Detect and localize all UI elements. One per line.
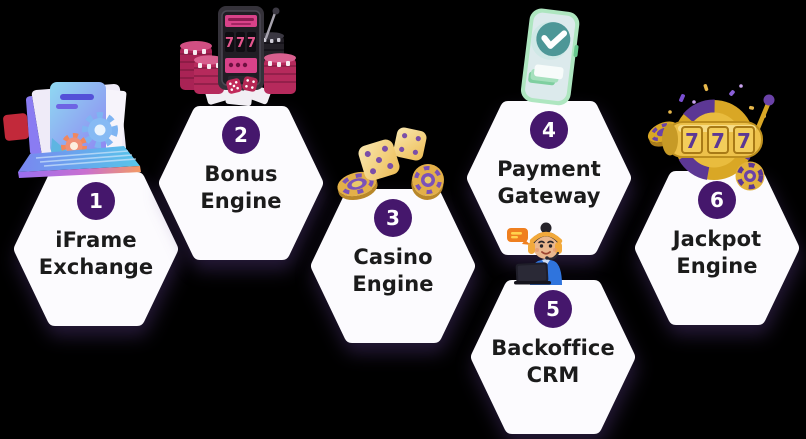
svg-text:7: 7 [236, 36, 245, 51]
svg-text:7: 7 [737, 129, 751, 153]
speech-bubble [507, 228, 531, 245]
step-number-badge: 6 [698, 181, 736, 219]
casino-chip-right [735, 161, 765, 191]
step-number-badge: 5 [534, 290, 572, 328]
hexagon-shape [471, 280, 635, 434]
svg-text:7: 7 [225, 36, 234, 51]
svg-text:7: 7 [247, 36, 256, 51]
step-number-badge: 1 [77, 182, 115, 220]
slot-machine-casino-chips-icon: 7 7 7 [180, 6, 296, 107]
step-number-badge: 4 [530, 111, 568, 149]
chip-stack-right [264, 53, 296, 94]
dice-casino-chips-icon [337, 127, 444, 201]
hexagon-shape [467, 101, 631, 255]
casino-chip-right [411, 164, 444, 200]
hexagon-shape [635, 171, 799, 325]
step-number-badge: 3 [374, 199, 412, 237]
laptop-document-gears-icon [3, 82, 141, 178]
payment-phone-check-icon [520, 8, 580, 106]
support-agent-laptop-icon [507, 222, 563, 285]
slot-reels: 7 7 7 [225, 32, 256, 52]
jackpot-777-slot-icon: 7 7 7 [647, 84, 775, 191]
svg-text:7: 7 [685, 129, 699, 153]
hexagon-shape [159, 106, 323, 260]
reel-band: 7 7 7 [662, 121, 763, 158]
chip-stack-left-front [194, 55, 224, 94]
die-small [393, 127, 427, 161]
die-large [358, 139, 400, 181]
laptop [515, 262, 549, 284]
hexagon-shape [14, 172, 178, 326]
step-number-badge: 2 [222, 116, 260, 154]
svg-text:7: 7 [711, 129, 725, 153]
